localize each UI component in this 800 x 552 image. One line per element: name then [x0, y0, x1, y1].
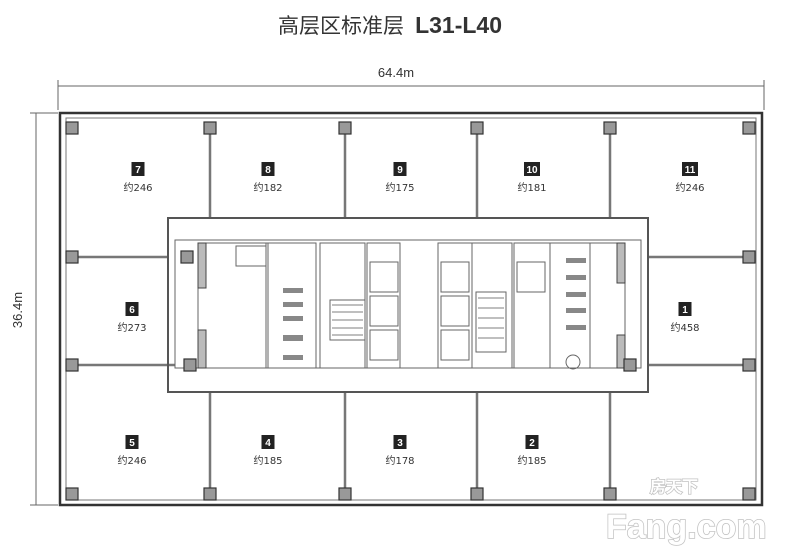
- unit-area: 约178: [385, 454, 414, 467]
- plan-title: 高层区标准层 L31-L40: [278, 12, 502, 38]
- column: [742, 487, 756, 501]
- unit-9[interactable]: 9 约175: [385, 162, 415, 194]
- title-chinese: 高层区标准层: [278, 14, 404, 38]
- unit-2[interactable]: 2 约185: [517, 435, 547, 467]
- column: [470, 121, 484, 135]
- column: [742, 121, 756, 135]
- column: [470, 487, 484, 501]
- unit-number-badge: [682, 162, 698, 176]
- unit-4[interactable]: 4 约185: [253, 435, 283, 467]
- elevator: [440, 295, 470, 327]
- width-label: 64.4m: [378, 65, 414, 80]
- unit-number-badge: [125, 435, 139, 449]
- watermark-zh: 房天下: [650, 477, 698, 496]
- unit-11[interactable]: 11 约246: [675, 162, 705, 194]
- unit-number: 4: [265, 438, 271, 449]
- unit-number: 9: [397, 165, 403, 176]
- unit-area: 约175: [385, 181, 414, 194]
- unit-1[interactable]: 1 约458: [670, 302, 700, 334]
- column: [65, 487, 79, 501]
- elevator: [440, 261, 470, 293]
- unit-5[interactable]: 5 约246: [117, 435, 147, 467]
- unit-area: 约182: [253, 181, 282, 194]
- unit-3[interactable]: 3 约178: [385, 435, 415, 467]
- column: [65, 121, 79, 135]
- column: [623, 358, 637, 372]
- right-core: [437, 242, 626, 370]
- column: [183, 358, 197, 372]
- outer-wall: [58, 111, 764, 507]
- height-dimension: 36.4m: [10, 112, 58, 506]
- fang-watermark-logo: 房天下 Fang.com: [605, 476, 767, 547]
- stairs-left: [329, 299, 366, 341]
- column: [338, 121, 352, 135]
- unit-number: 1: [682, 305, 688, 316]
- unit-number-badge: [131, 162, 145, 176]
- unit-number: 3: [397, 438, 403, 449]
- column: [65, 250, 79, 264]
- inner-curtain-wall: [65, 117, 757, 501]
- unit-number-badge: [678, 302, 692, 316]
- elevator: [440, 329, 470, 361]
- left-core: [197, 242, 401, 369]
- restroom-left: [265, 242, 317, 369]
- column: [742, 358, 756, 372]
- column: [742, 250, 756, 264]
- unit-number: 11: [685, 165, 696, 176]
- column: [180, 250, 194, 264]
- core-corridor: [167, 217, 649, 393]
- elevator: [369, 329, 399, 361]
- width-dimension: 64.4m: [57, 65, 765, 110]
- structural-columns: [65, 121, 756, 501]
- unit-number-badge: [524, 162, 540, 176]
- unit-number: 2: [529, 438, 535, 449]
- column: [203, 487, 217, 501]
- unit-number-badge: [261, 435, 275, 449]
- unit-area: 约246: [117, 454, 146, 467]
- watermark-brand: Fang.com: [606, 508, 767, 546]
- unit-area: 约246: [123, 181, 152, 194]
- unit-number-badge: [525, 435, 539, 449]
- unit-number-badge: [393, 435, 407, 449]
- elevator: [369, 261, 399, 293]
- column: [65, 358, 79, 372]
- unit-number: 10: [526, 165, 538, 176]
- unit-number: 6: [129, 305, 135, 316]
- unit-area: 约181: [517, 181, 546, 194]
- column: [338, 487, 352, 501]
- unit-number: 8: [265, 165, 271, 176]
- unit-area: 约185: [253, 454, 282, 467]
- unit-area: 约246: [675, 181, 704, 194]
- unit-area: 约458: [670, 321, 699, 334]
- unit-number: 7: [135, 165, 141, 176]
- unit-area: 约185: [517, 454, 546, 467]
- unit-6[interactable]: 6 约273: [117, 302, 147, 334]
- unit-number: 5: [129, 438, 135, 449]
- restroom-utility: [235, 245, 267, 267]
- unit-7[interactable]: 7 约246: [123, 162, 153, 194]
- stairs-right: [475, 291, 507, 353]
- height-label: 36.4m: [10, 292, 25, 328]
- column: [203, 121, 217, 135]
- column: [603, 121, 617, 135]
- elevator: [516, 261, 546, 293]
- unit-8[interactable]: 8 约182: [253, 162, 283, 194]
- title-levels: L31-L40: [415, 12, 502, 38]
- unit-number-badge: [393, 162, 407, 176]
- office-units: 7 约246 8 约182 9 约175 10 约181 11 约246 6 约273 1 约458 5 约2…: [117, 162, 705, 467]
- unit-area: 约273: [117, 321, 146, 334]
- unit-number-badge: [261, 162, 275, 176]
- partitions: [72, 128, 749, 494]
- column: [603, 487, 617, 501]
- unit-number-badge: [125, 302, 139, 316]
- unit-10[interactable]: 10 约181: [517, 162, 547, 194]
- elevator: [369, 295, 399, 327]
